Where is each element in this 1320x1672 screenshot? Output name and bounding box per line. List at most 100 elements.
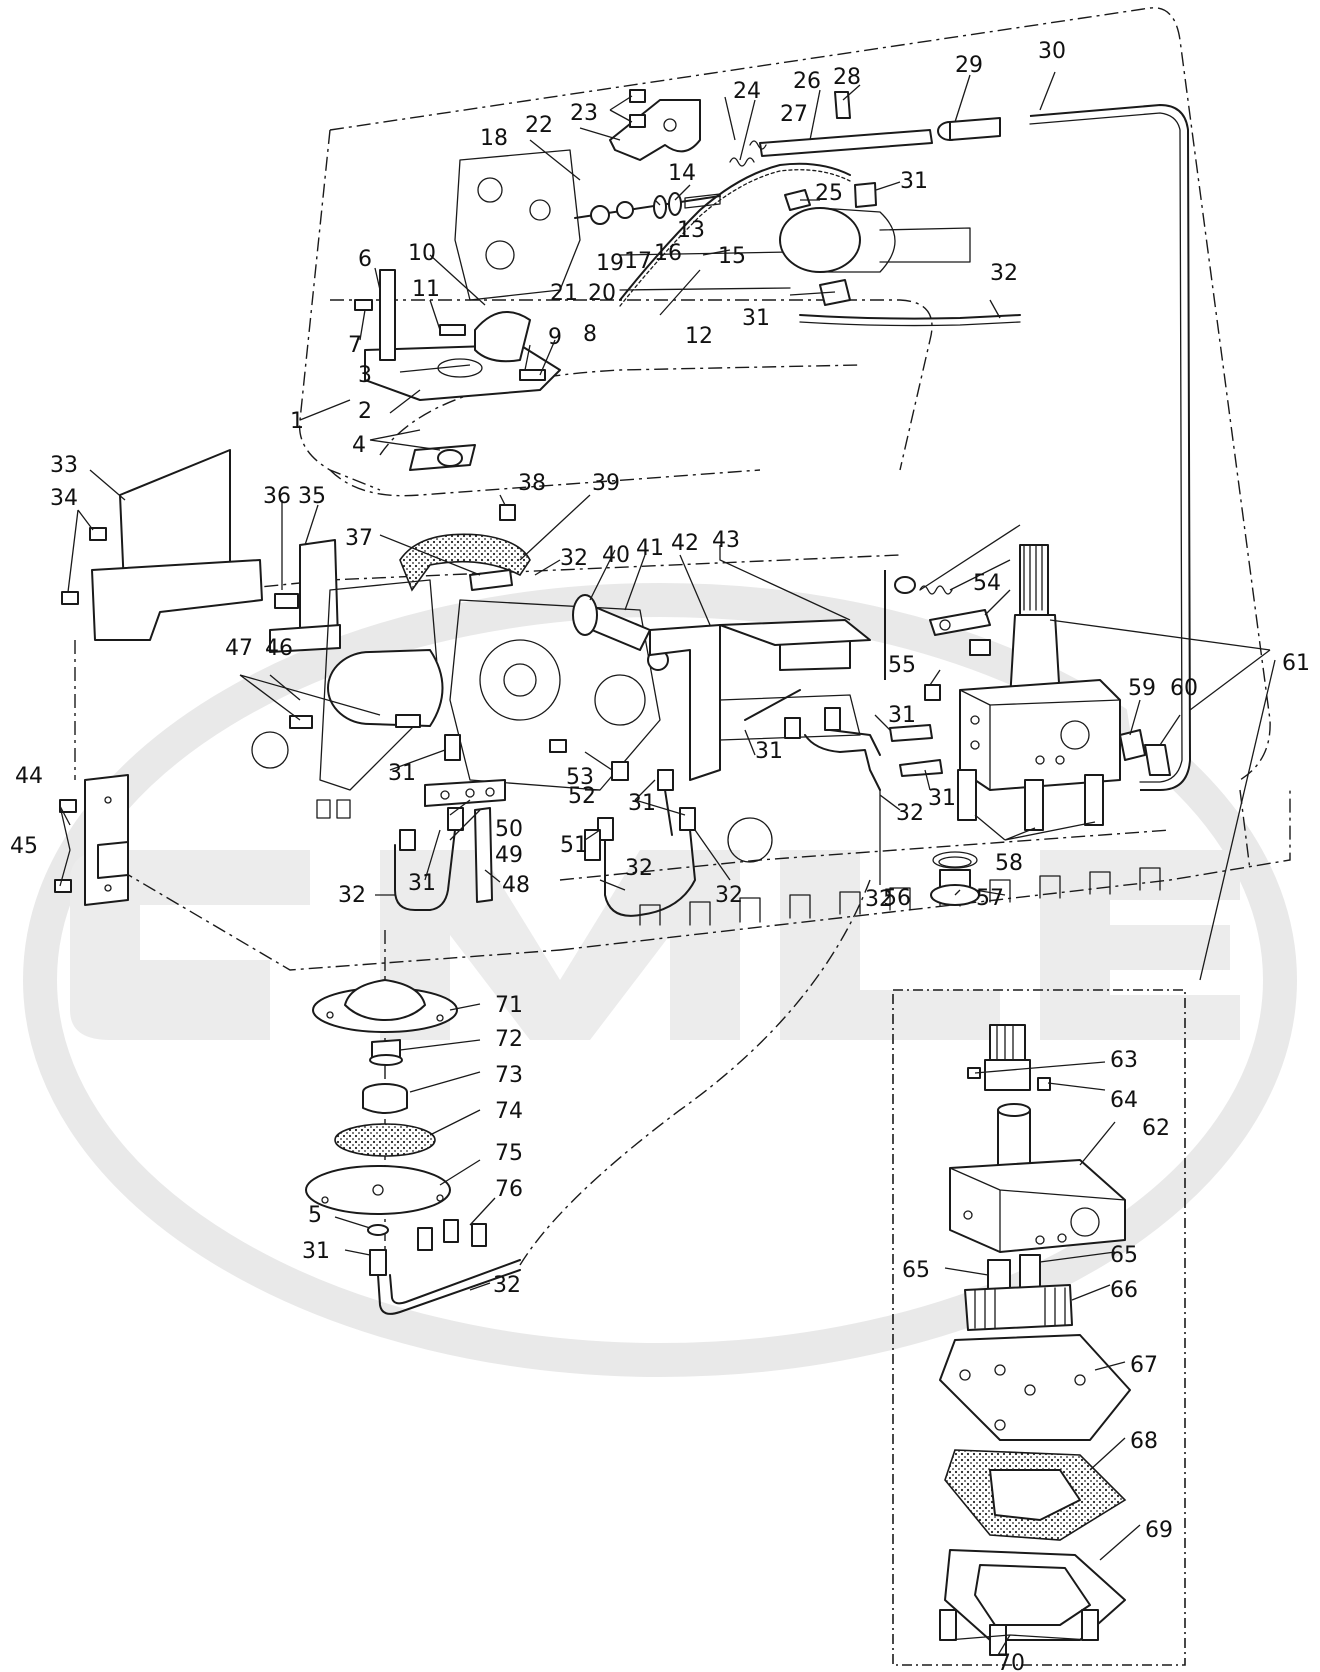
callout-53: 53 [566, 765, 594, 790]
callout-31-d: 31 [408, 871, 436, 896]
callout-29: 29 [955, 53, 983, 78]
callout-75: 75 [495, 1141, 523, 1166]
callout-61: 61 [1282, 651, 1310, 676]
callout-42: 42 [671, 531, 699, 556]
callout-31-c: 31 [388, 761, 416, 786]
callout-70: 70 [997, 1651, 1025, 1672]
callout-6: 6 [358, 247, 372, 272]
middle-mechanism [61, 449, 1171, 917]
callout-31-h: 31 [928, 786, 956, 811]
callout-35: 35 [298, 484, 326, 509]
callout-51: 51 [560, 833, 588, 858]
callout-64: 64 [1110, 1088, 1138, 1113]
callout-23: 23 [570, 101, 598, 126]
callout-32-f: 32 [896, 801, 924, 826]
callout-47: 47 [225, 636, 253, 661]
callout-57: 57 [976, 886, 1004, 911]
leader-lines [59, 71, 1276, 1656]
callout-31-a: 31 [900, 169, 928, 194]
callout-32-d: 32 [625, 856, 653, 881]
callout-49: 49 [495, 843, 523, 868]
callout-73: 73 [495, 1063, 523, 1088]
callout-21: 21 [550, 281, 578, 306]
callout-25: 25 [815, 181, 843, 206]
callout-65-b: 65 [902, 1258, 930, 1283]
callout-32-c: 32 [338, 883, 366, 908]
pump-detail [892, 989, 1186, 1666]
callout-54: 54 [973, 571, 1001, 596]
callout-58: 58 [995, 851, 1023, 876]
callout-27: 27 [780, 102, 808, 127]
callout-28: 28 [833, 65, 861, 90]
callout-2: 2 [358, 399, 372, 424]
callout-18: 18 [480, 126, 508, 151]
callout-31-e: 31 [628, 791, 656, 816]
callout-31-g: 31 [888, 703, 916, 728]
callout-33: 33 [50, 453, 78, 478]
callout-4: 4 [352, 433, 366, 458]
callout-32-b: 32 [560, 546, 588, 571]
callout-44: 44 [15, 764, 43, 789]
callout-8: 8 [583, 322, 597, 347]
callout-41: 41 [636, 536, 664, 561]
callout-31-i: 31 [302, 1239, 330, 1264]
callout-38: 38 [518, 471, 546, 496]
callout-45: 45 [10, 834, 38, 859]
callout-13: 13 [677, 218, 705, 243]
callout-10: 10 [408, 241, 436, 266]
callout-37: 37 [345, 526, 373, 551]
callout-labels: 1 2 3 4 5 6 7 8 9 10 11 12 13 14 15 16 1… [10, 39, 1310, 1672]
callout-32-e: 32 [715, 883, 743, 908]
callout-16: 16 [654, 241, 682, 266]
callout-62: 62 [1142, 1116, 1170, 1141]
callout-52: 52 [568, 784, 596, 809]
callout-12: 12 [685, 324, 713, 349]
callout-14: 14 [668, 161, 696, 186]
callout-56: 56 [883, 886, 911, 911]
callout-15: 15 [718, 244, 746, 269]
watermark-logo [23, 583, 1297, 1377]
filter-assembly [305, 879, 871, 1315]
callout-26: 26 [793, 69, 821, 94]
callout-74: 74 [495, 1099, 523, 1124]
callout-71: 71 [495, 993, 523, 1018]
upper-mechanism [354, 89, 1191, 791]
callout-11: 11 [412, 277, 440, 302]
callout-9: 9 [548, 325, 562, 350]
callout-19: 19 [596, 251, 624, 276]
callout-68: 68 [1130, 1429, 1158, 1454]
callout-40: 40 [602, 543, 630, 568]
callout-20: 20 [588, 281, 616, 306]
callout-59: 59 [1128, 676, 1156, 701]
callout-76: 76 [495, 1177, 523, 1202]
side-plate [54, 774, 129, 906]
callout-65-a: 65 [1110, 1243, 1138, 1268]
callout-32-h: 32 [493, 1273, 521, 1298]
callout-31-f: 31 [755, 739, 783, 764]
callout-32-a: 32 [990, 261, 1018, 286]
callout-34: 34 [50, 486, 78, 511]
callout-1: 1 [290, 409, 304, 434]
callout-72: 72 [495, 1027, 523, 1052]
callout-39: 39 [592, 471, 620, 496]
callout-30: 30 [1038, 39, 1066, 64]
callout-7: 7 [348, 333, 362, 358]
callout-48: 48 [502, 873, 530, 898]
callout-31-b: 31 [742, 306, 770, 331]
callout-46: 46 [265, 636, 293, 661]
callout-60: 60 [1170, 676, 1198, 701]
callout-66: 66 [1110, 1278, 1138, 1303]
callout-55: 55 [888, 653, 916, 678]
callout-67: 67 [1130, 1353, 1158, 1378]
callout-50: 50 [495, 817, 523, 842]
callout-43: 43 [712, 528, 740, 553]
callout-36: 36 [263, 484, 291, 509]
callout-22: 22 [525, 113, 553, 138]
callout-32-g: 32 [865, 887, 893, 912]
callout-5: 5 [308, 1203, 322, 1228]
callout-69: 69 [1145, 1518, 1173, 1543]
callout-17: 17 [624, 249, 652, 274]
callout-24: 24 [733, 79, 761, 104]
